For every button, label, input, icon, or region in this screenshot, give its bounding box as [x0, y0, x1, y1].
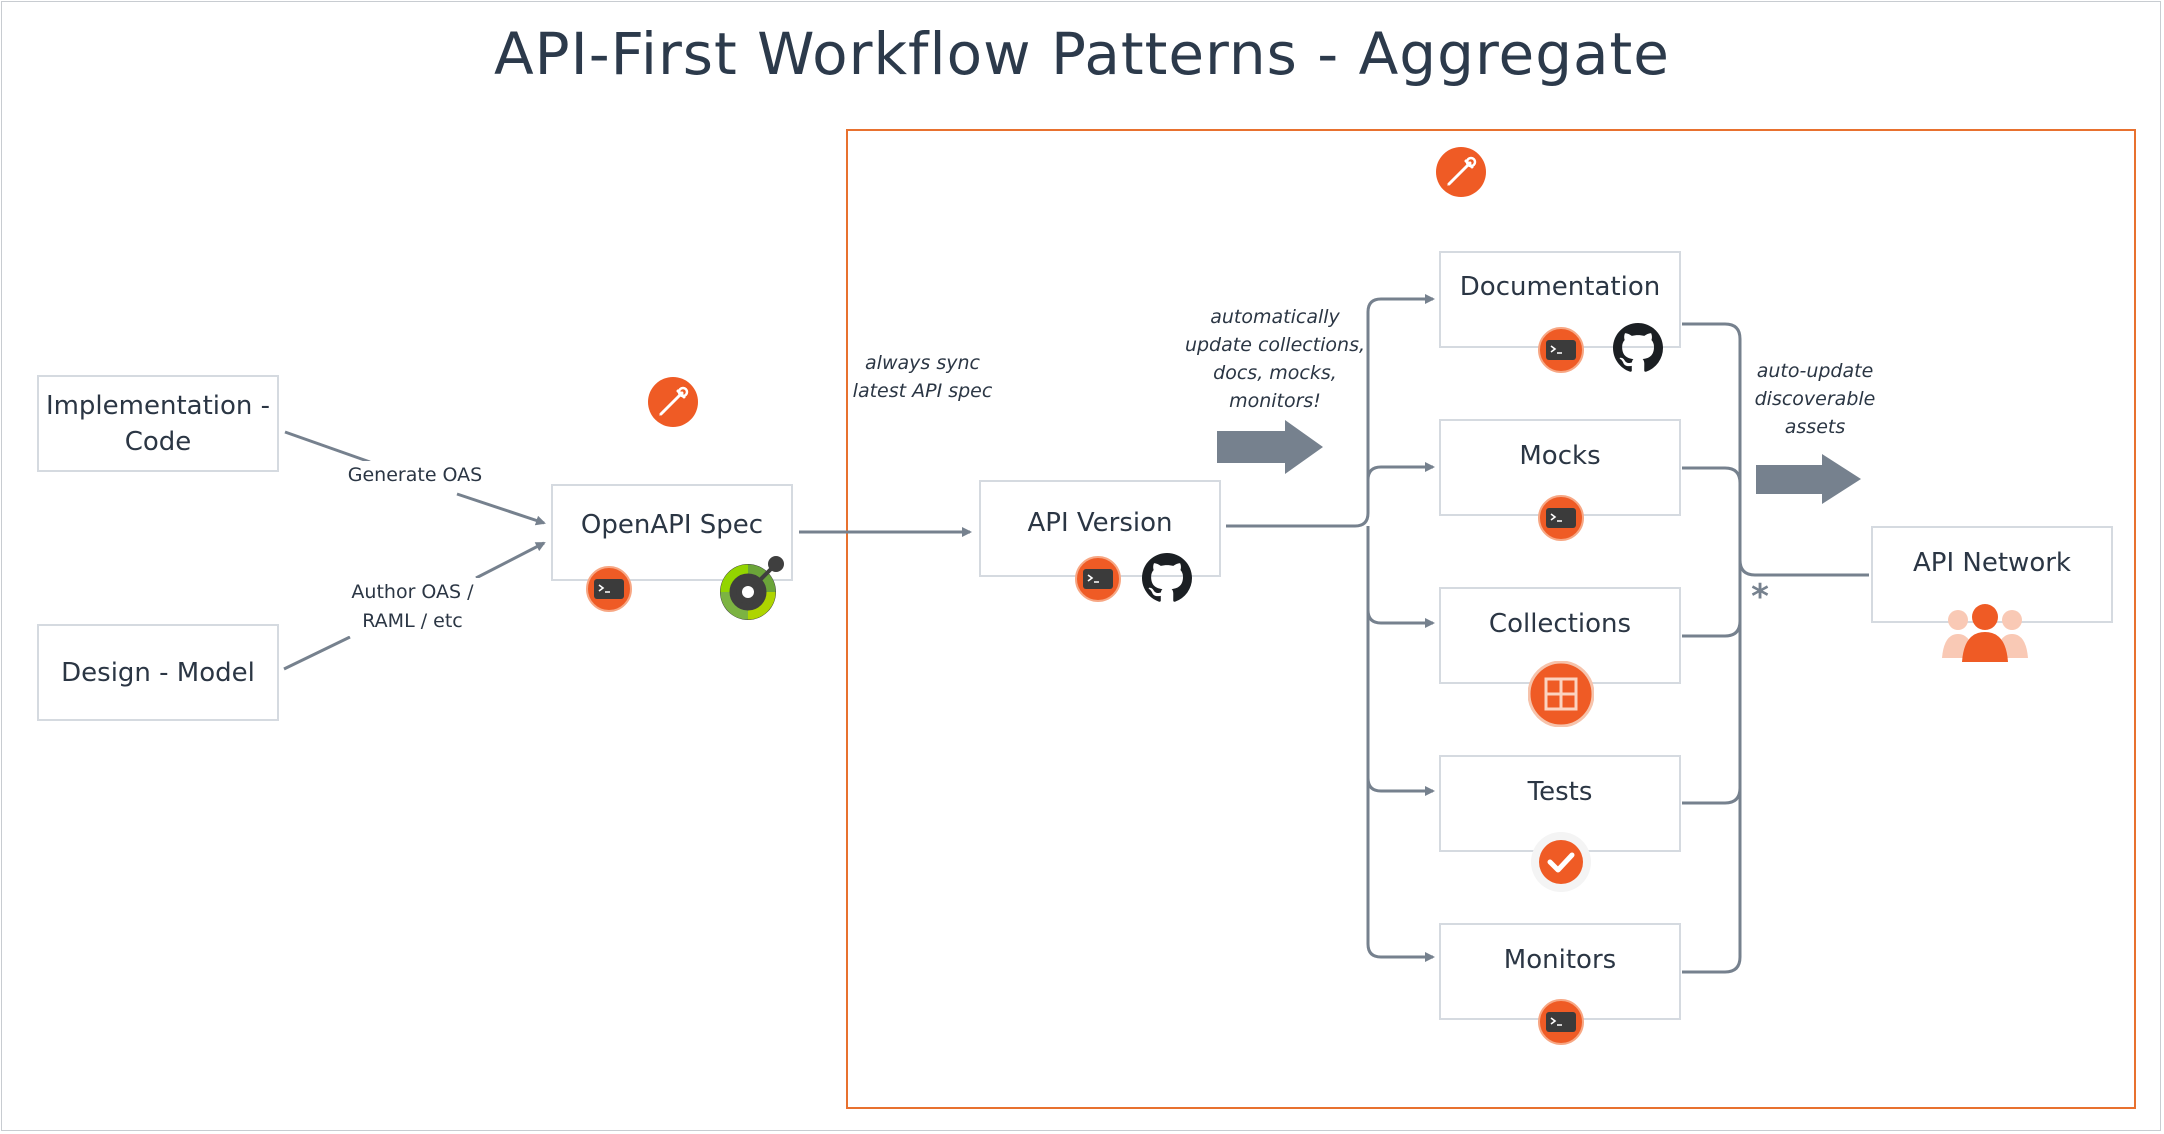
implementation-code-label: Implementation - Code — [45, 390, 271, 457]
design-model-label: Design - Model — [61, 657, 255, 688]
monitors-label: Monitors — [1503, 944, 1617, 975]
asterisk-note: * — [1751, 577, 1769, 617]
author-oas-label: Author OAS / RAML / etc — [345, 578, 480, 636]
connector-to-collections — [1366, 609, 1435, 628]
mocks-label: Mocks — [1519, 440, 1601, 471]
big-arrow-icon — [1217, 420, 1861, 504]
connector-collections-out — [1682, 620, 1742, 638]
collections-label: Collections — [1488, 608, 1632, 639]
connector-tests-out — [1682, 787, 1742, 805]
postman-cli-icon — [586, 566, 632, 612]
postman-group-container — [846, 129, 2136, 1109]
documentation-label: Documentation — [1459, 271, 1661, 302]
postman-cli-icon — [1075, 556, 1121, 602]
swagger-icon — [720, 556, 784, 620]
connector-to-tests — [1366, 777, 1435, 796]
sync-note: always sync latest API spec — [852, 352, 993, 402]
design-model-node[interactable]: Design - Model — [37, 624, 279, 721]
connector-design-to-label — [283, 635, 351, 671]
postman-cli-icon — [1538, 999, 1584, 1045]
connector-author-to-openapi — [475, 541, 546, 580]
team-icon — [1942, 604, 2028, 662]
diagram-title: API-First Workflow Patterns - Aggregate — [494, 20, 1670, 88]
api-network-label: API Network — [1913, 547, 2071, 578]
check-icon — [1531, 832, 1591, 892]
api-version-label: API Version — [1027, 507, 1173, 538]
postman-logo-icon — [648, 377, 698, 427]
connector-mocks-out — [1682, 466, 1742, 484]
connector-to-mocks — [1366, 462, 1435, 481]
postman-logo-icon — [1436, 147, 1486, 197]
tests-label: Tests — [1527, 776, 1593, 807]
collections-grid-icon — [1528, 661, 1594, 727]
connector-documentation-out — [1682, 322, 1742, 974]
connector-version-bus-down — [1366, 526, 1429, 959]
github-icon — [1142, 553, 1192, 602]
openapi-spec-label: OpenAPI Spec — [580, 509, 764, 540]
implementation-code-node[interactable]: Implementation - Code — [37, 375, 279, 472]
connector-implementation-to-label — [284, 430, 371, 464]
connector-to-network — [1738, 559, 1869, 577]
github-icon — [1613, 323, 1663, 372]
auto-collections-note: automatically update collections, docs, … — [1184, 306, 1366, 412]
auto-discover-note: auto-update discoverable assets — [1754, 360, 1876, 438]
postman-cli-icon — [1538, 495, 1584, 541]
postman-cli-icon — [1538, 327, 1584, 373]
generate-oas-label: Generate OAS — [345, 461, 485, 490]
connector-generate-to-openapi — [456, 492, 546, 526]
connector-version-bus — [1226, 297, 1429, 528]
